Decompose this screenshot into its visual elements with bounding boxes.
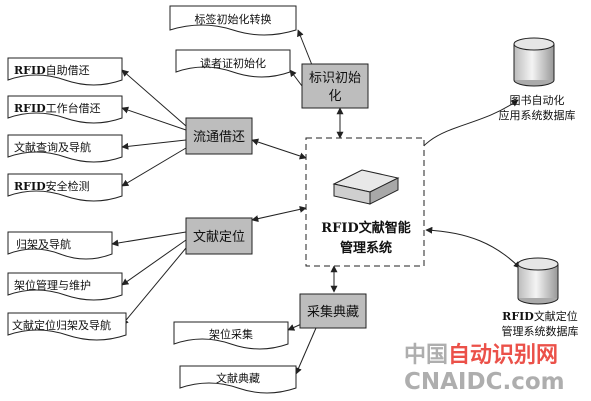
- library-db-line1: 图书自动化: [510, 93, 565, 107]
- hub-label-init: 标识初始 化: [301, 63, 369, 109]
- hub-label-init-line2: 化: [328, 89, 341, 104]
- watermark-en: CNAIDC.com: [404, 369, 565, 395]
- tag-init-label: 标签初始化转换: [195, 12, 272, 26]
- watermark-cn: 中国自动识别网: [404, 342, 558, 368]
- left-node-shelf-mgmt: 架位管理与维护: [7, 272, 123, 301]
- left-node-self-borrow: RFID自助借还: [7, 57, 123, 86]
- shelve-nav-label: 归架及导航: [16, 237, 71, 251]
- library-db-line2: 应用系统数据库: [499, 108, 576, 122]
- arrow-circ-security: [121, 147, 187, 187]
- hub-collection-label: 采集典藏: [307, 304, 359, 320]
- position-db-line1: RFID文献定位: [502, 309, 578, 323]
- shelf-mgmt-label: 架位管理与维护: [14, 278, 91, 292]
- arrow-pos-shelve: [111, 231, 187, 247]
- database-icon-position: [517, 257, 559, 305]
- arrow-pos-locate: [121, 247, 187, 326]
- arrow-pos-shelf: [121, 239, 187, 286]
- left-node-locate-shelve-nav: 文献定位归架及导航: [7, 312, 127, 341]
- server-icon: [332, 169, 400, 205]
- hub-label-init-line1: 标识初始: [309, 71, 361, 86]
- reader-card-init-label: 读者证初始化: [200, 56, 266, 70]
- left-node-desk-borrow: RFID工作台借还: [7, 95, 123, 124]
- connectors: [111, 29, 521, 375]
- arrow-circ-desk: [121, 106, 187, 131]
- center-title-line2: 管理系统: [340, 240, 392, 256]
- hub-circulation: 流通借还: [185, 117, 253, 155]
- arrow-center-position-db: [425, 226, 521, 269]
- top-node-tag-init: 标签初始化转换: [169, 5, 297, 36]
- arrow-init-reader: [289, 69, 303, 87]
- hub-collection: 采集典藏: [299, 293, 367, 329]
- hub-circulation-label: 流通借还: [193, 130, 245, 145]
- position-db-line2: 管理系统数据库: [502, 324, 579, 338]
- arrow-pos-center: [251, 205, 307, 223]
- left-node-query-nav: 文献查询及导航: [7, 134, 123, 163]
- top-node-reader-card-init: 读者证初始化: [175, 49, 291, 78]
- left-node-shelve-nav: 归架及导航: [7, 231, 113, 260]
- self-borrow-label: RFID自助借还: [14, 63, 90, 77]
- query-nav-label: 文献查询及导航: [14, 140, 91, 154]
- security-label: RFID安全检测: [14, 179, 90, 193]
- watermark-logo: 中国自动识别网 CNAIDC.com: [404, 342, 565, 395]
- hub-positioning: 文献定位: [185, 217, 253, 255]
- arrow-circ-center: [251, 138, 307, 160]
- database-icon-library: [513, 37, 555, 87]
- arrow-circ-query: [121, 139, 187, 150]
- desk-borrow-label: RFID工作台借还: [14, 101, 101, 115]
- bottom-node-archive: 文献典藏: [179, 365, 297, 394]
- shelf-collect-label: 架位采集: [209, 327, 253, 341]
- left-node-security: RFID安全检测: [7, 173, 123, 202]
- center-system: RFID文献智能 管理系统: [305, 137, 425, 267]
- bottom-node-shelf-collect: 架位采集: [173, 321, 289, 350]
- arrow-coll-archive: [295, 327, 317, 375]
- center-title-line1: RFID文献智能: [321, 220, 410, 236]
- archive-label: 文献典藏: [216, 371, 260, 385]
- locate-shelve-nav-label: 文献定位归架及导航: [12, 318, 111, 332]
- arrow-circ-self: [121, 69, 187, 127]
- hub-positioning-label: 文献定位: [193, 230, 245, 245]
